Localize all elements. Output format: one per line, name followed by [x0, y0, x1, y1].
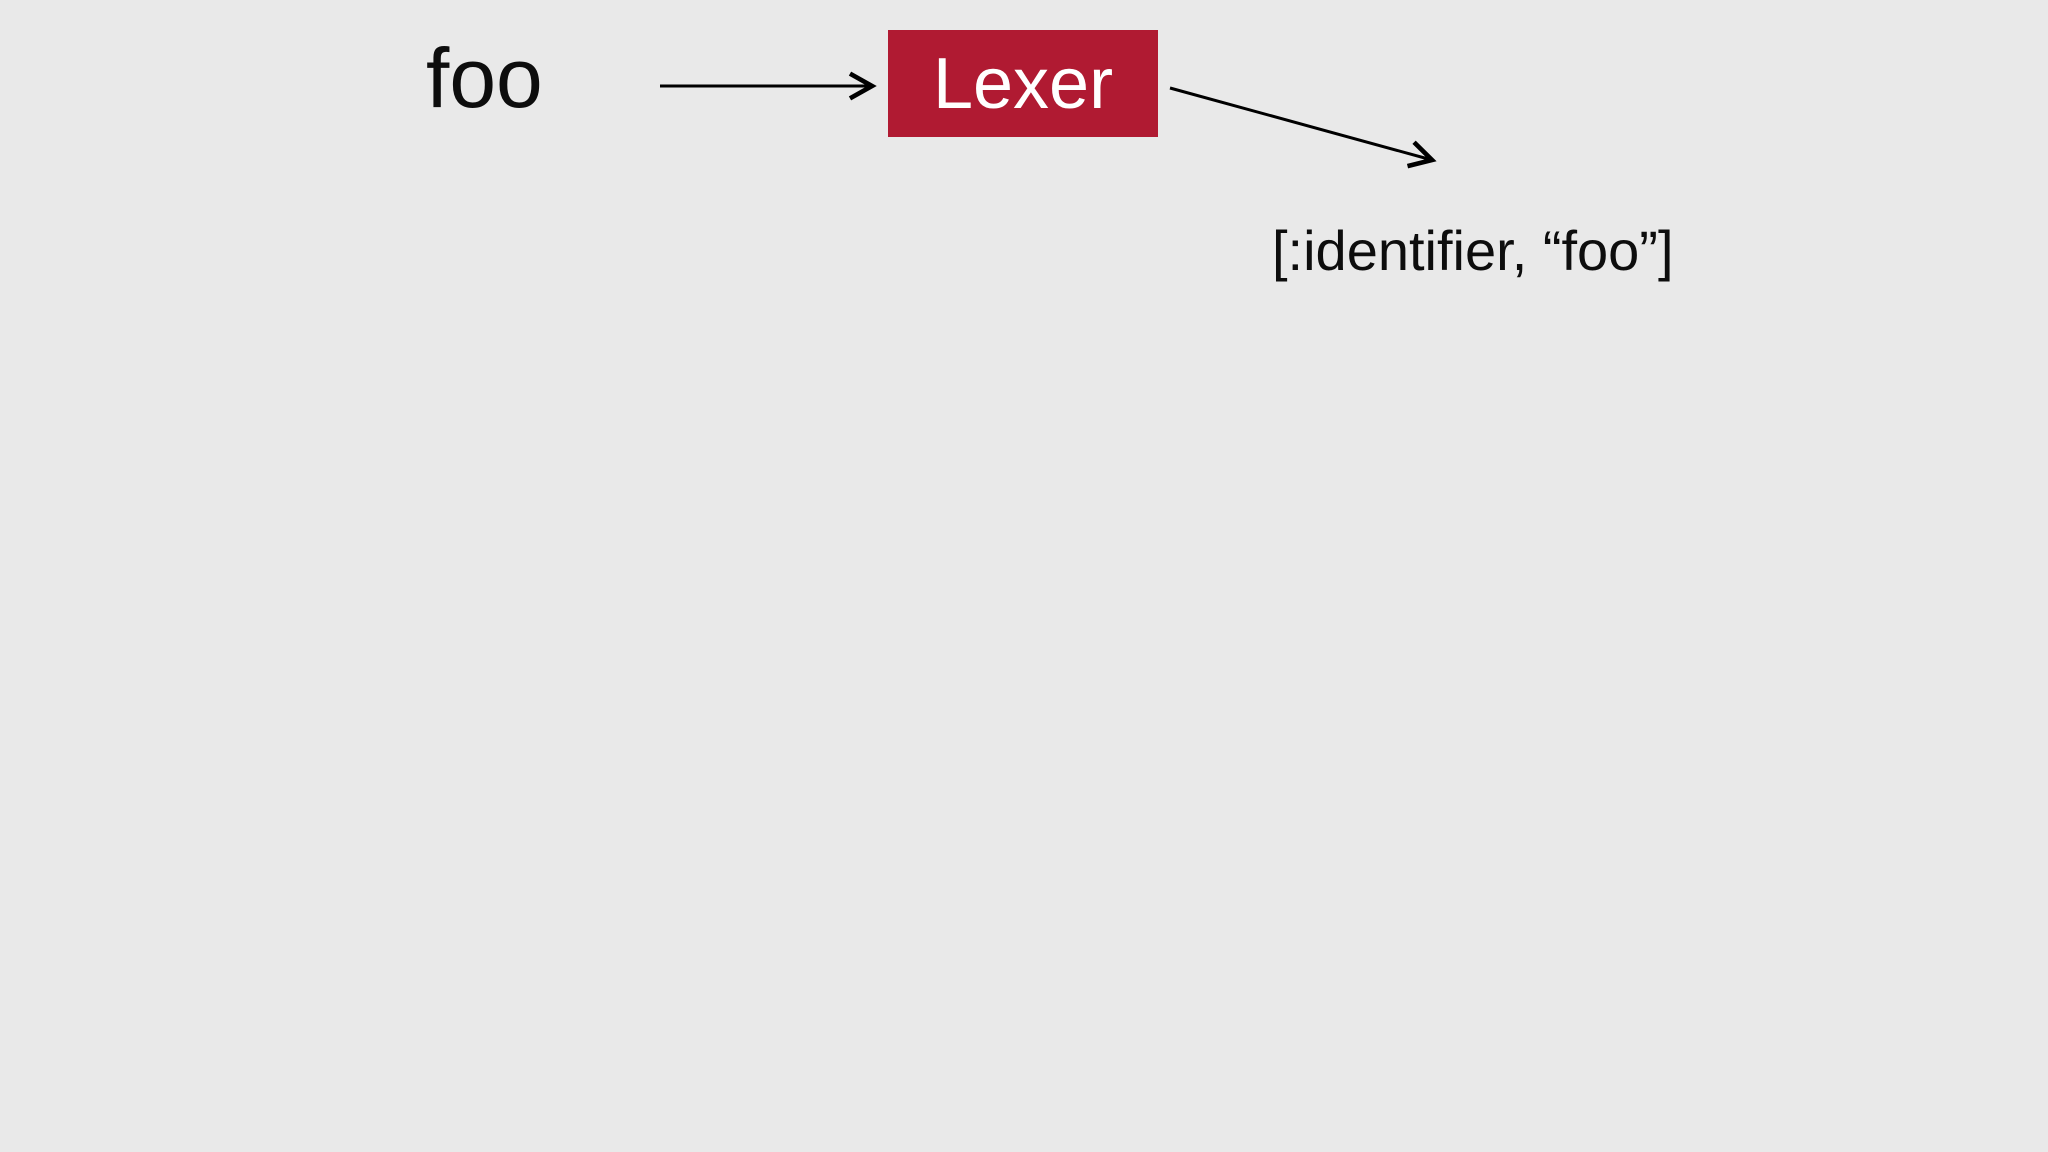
lexer-box: Lexer	[888, 30, 1158, 137]
arrow-lexer-to-token-icon	[1169, 86, 1437, 169]
source-text: foo	[426, 31, 543, 125]
token-output-text: [:identifier, “foo”]	[1272, 219, 1674, 282]
lexer-label: Lexer	[932, 43, 1114, 124]
